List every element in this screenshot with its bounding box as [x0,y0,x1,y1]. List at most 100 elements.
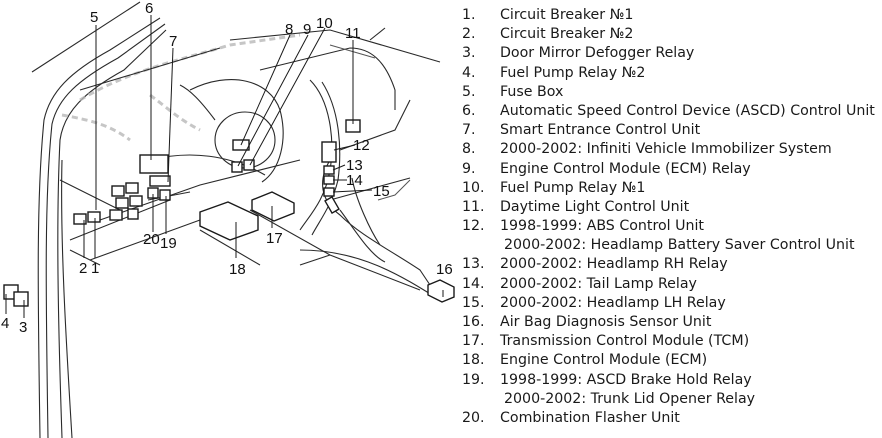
legend-item: 11. Daytime Light Control Unit [462,198,882,217]
legend-item-number: 20. [462,409,485,426]
legend-item-number: 18. [462,352,485,369]
callout-18: 18 [229,261,246,278]
legend-item: 19. 1998-1999: ASCD Brake Hold Relay [462,371,882,390]
legend-item: 20. Combination Flasher Unit [462,409,882,428]
legend-item-text: Transmission Control Module (TCM) [500,333,750,350]
legend-item-text: Door Mirror Defogger Relay [500,45,695,62]
legend-item-text: Engine Control Module (ECM) [500,352,708,369]
callout-3: 3 [19,319,27,336]
callout-20: 20 [143,231,160,248]
callout-19: 19 [160,235,177,252]
legend-item-text: Air Bag Diagnosis Sensor Unit [500,314,712,330]
legend-item-text: Circuit Breaker №1 [500,7,634,23]
legend-item: 14.2000-2002: Tail Lamp Relay [462,275,882,294]
legend-item: 10. Fuel Pump Relay №1 [462,179,882,198]
legend-item-number: 3. [462,45,476,62]
fuse-box-relay [115,197,129,209]
legend-item-number: 19. [462,371,485,388]
component-19-box [159,189,171,201]
components [3,119,455,307]
console-outline [59,159,441,301]
callout-5: 5 [90,9,98,26]
legend-item: 15.2000-2002: Headlamp LH Relay [462,294,882,313]
component-legend: 1. Circuit Breaker №1 2. Circuit Breaker №2… [462,6,882,428]
callout-17: 17 [266,230,283,247]
callout-13: 13 [346,157,363,174]
component-1-box [87,211,101,223]
callout-15: 15 [373,183,390,200]
component-12-box [321,141,337,163]
legend-item-text: 2000-2002: Headlamp RH Relay [500,256,728,273]
fuse-box-relay [111,185,125,197]
callout-2: 2 [79,260,87,277]
legend-item-number: 17. [462,333,485,350]
legend-item-text: 2000-2002: Trunk Lid Opener Relay [504,390,756,407]
legend-item: 6. Automatic Speed Control Device (ASCD) … [462,102,882,121]
component-13-box [323,165,335,175]
legend-item-number: 8. [462,141,476,158]
legend-item: 9.Engine Control Module (ECM) Relay [462,160,882,179]
component-3-box [13,291,29,307]
component-18-box [199,201,259,241]
legend-item-text: 2000-2002: Headlamp Battery Saver Contro… [504,237,855,254]
legend-item-number: 15. [462,294,485,311]
leader-lines [5,15,444,318]
component-7-box [149,175,171,187]
legend-item: 2. Circuit Breaker №2 [462,25,882,44]
fuse-box-relay [109,209,123,221]
callout-16: 16 [436,261,453,278]
legend-item: 18. Engine Control Module (ECM) [462,351,882,370]
component-10-box [243,159,255,171]
legend-item: 17. Transmission Control Module (TCM) [462,332,882,351]
callout-12: 12 [353,137,370,154]
component-9-box [231,161,243,173]
fuse-box-relay [125,182,139,194]
legend-item: 2000-2002: Trunk Lid Opener Relay [462,390,882,409]
legend-item-text: Combination Flasher Unit [500,409,680,426]
legend-item: 1. Circuit Breaker №1 [462,6,882,25]
legend-item-number: 2. [462,26,476,43]
legend-item-text: Smart Entrance Control Unit [500,122,701,139]
legend-item: 5.Fuse Box [462,83,882,102]
callout-9: 9 [303,21,311,38]
legend-item-text: Fuel Pump Relay №1 [500,179,646,196]
callout-6: 6 [145,0,153,17]
legend-item-text: Fuel Pump Relay №2 [500,64,646,81]
legend-item-text: Automatic Speed Control Device (ASCD) Co… [500,102,875,119]
legend-item: 4. Fuel Pump Relay №2 [462,64,882,83]
component-17-box [251,191,295,222]
legend-item-text: Fuse Box [500,83,564,100]
legend-item-text: Daytime Light Control Unit [500,198,690,215]
callout-4: 4 [1,315,9,332]
legend-item-text: Engine Control Module (ECM) Relay [500,160,751,177]
callout-1: 1 [91,260,99,277]
legend-item-number: 6. [462,102,476,119]
legend-item-text: 1998-1999: ABS Control Unit [500,218,705,235]
legend-item-text: 1998-1999: ASCD Brake Hold Relay [500,371,752,388]
legend-item: 12. 1998-1999: ABS Control Unit [462,217,882,236]
legend-item-number: 1. [462,7,476,23]
a-pillar-outline [31,1,167,438]
callout-8: 8 [285,21,293,38]
legend-item-number: 4. [462,64,476,81]
fuse-box-relay [129,195,143,207]
component-16-box [427,279,455,303]
callout-10: 10 [316,15,333,32]
legend-item-number: 11. [462,198,485,215]
legend-item-text: Circuit Breaker №2 [500,26,634,43]
component-15-box [323,187,335,197]
legend-item-number: 16. [462,314,485,330]
legend-item: 3. Door Mirror Defogger Relay [462,44,882,63]
component-2-box [73,213,87,225]
legend-item-number: 7. [462,122,476,139]
component-14-box [323,175,335,185]
legend-item: 16. Air Bag Diagnosis Sensor Unit [462,313,882,332]
legend-item: 8.2000-2002: Infiniti Vehicle Immobilize… [462,140,882,159]
legend-item-number: 12. [462,218,485,235]
legend-item-number: 14. [462,275,485,292]
legend-item-number: 10. [462,179,485,196]
legend-item-number: 13. [462,256,485,273]
callout-14: 14 [346,172,363,189]
callout-labels: 5 6 7 8 9 10 11 12 13 14 15 16 17 18 20 … [1,0,453,336]
legend-item: 7. Smart Entrance Control Unit [462,121,882,140]
